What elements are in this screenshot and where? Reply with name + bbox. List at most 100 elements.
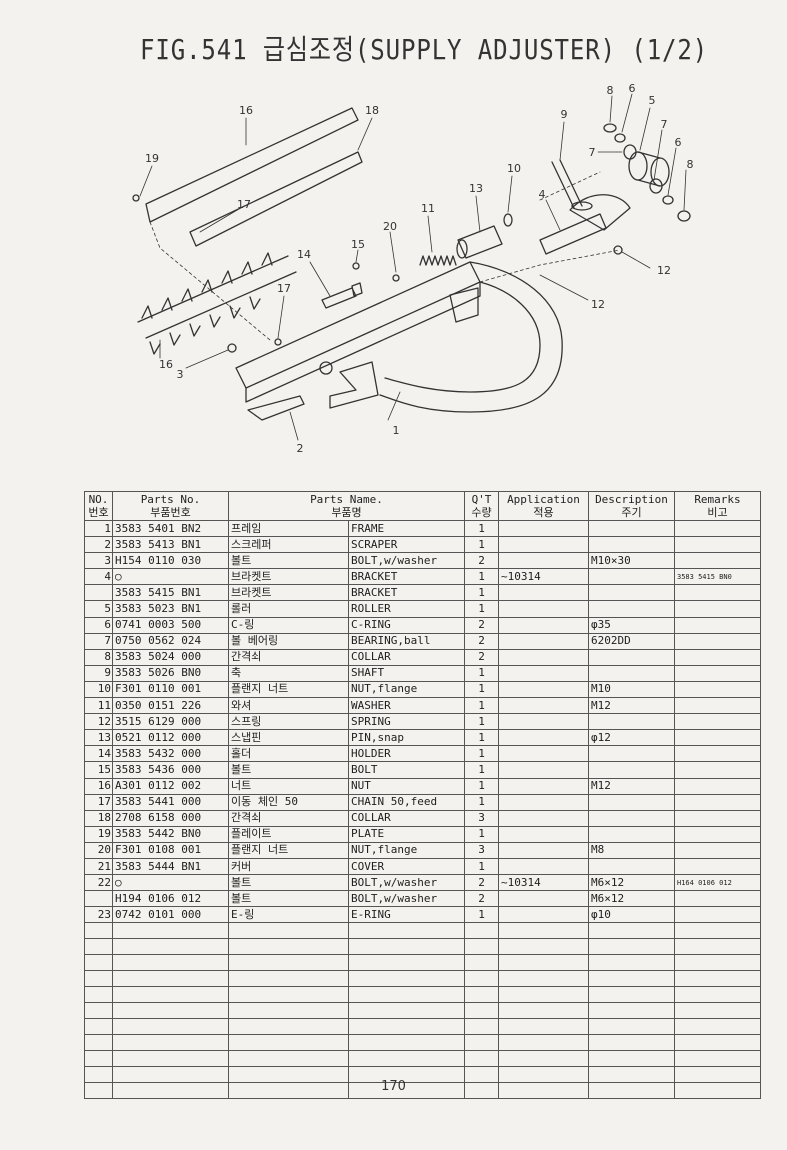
cell-remarks: [674, 600, 761, 618]
cell-qty: 1: [464, 664, 499, 682]
cell-application: [498, 825, 589, 843]
cell-empty: [674, 986, 761, 1004]
callout-1: 1: [393, 424, 400, 437]
cell-empty: [84, 1034, 113, 1052]
cell-empty: [588, 970, 675, 988]
cell-remarks: [674, 536, 761, 554]
table-row-empty: [84, 986, 761, 1004]
bolt-22-drawing: [132, 194, 140, 202]
cell-empty: [84, 954, 113, 972]
cell-application: [498, 777, 589, 795]
cell-name-en: BRACKET: [348, 568, 465, 586]
cell-empty: [112, 986, 229, 1004]
callout-7-left: 7: [589, 146, 596, 159]
cell-empty: [228, 1050, 349, 1068]
cell-parts-no: 2708 6158 000: [112, 809, 229, 827]
cell-empty: [588, 1002, 675, 1020]
c-ring-6-top-drawing: [614, 133, 626, 143]
callout-13: 12: [591, 298, 605, 311]
cell-no: 10: [84, 680, 113, 699]
cell-empty: [228, 986, 349, 1004]
table-row-empty: [84, 1066, 761, 1084]
cell-remarks: [674, 697, 761, 715]
cell-name-en: PLATE: [348, 825, 465, 843]
callout-6-top: 6: [629, 82, 636, 95]
cell-application: [498, 793, 589, 811]
cell-name-en: COLLAR: [348, 648, 465, 666]
callout-6-bottom: 6: [675, 136, 682, 149]
cell-name-en: NUT,flange: [348, 841, 465, 859]
callout-16: 15: [351, 238, 365, 251]
callout-5: 5: [649, 94, 656, 107]
cell-name-ko: 브라켓트: [228, 568, 349, 586]
cell-empty: [588, 1034, 675, 1052]
cell-description: [588, 536, 675, 554]
cell-empty: [674, 1018, 761, 1036]
cell-empty: [588, 1050, 675, 1068]
bracket-drawing: [539, 194, 631, 255]
bearing-7-top-drawing: [623, 144, 637, 160]
cell-name-ko: 축: [228, 664, 349, 682]
cell-name-ko: 프레임: [228, 519, 349, 538]
cell-remarks: [674, 519, 761, 538]
cell-name-en: SCRAPER: [348, 536, 465, 554]
cell-application: [498, 600, 589, 618]
cell-description: φ12: [588, 729, 675, 747]
cell-description: M10×30: [588, 552, 675, 570]
cell-empty: [348, 1018, 465, 1036]
cell-qty: 2: [464, 632, 499, 650]
cell-qty: 2: [464, 890, 499, 908]
cell-empty: [674, 970, 761, 988]
cell-description: [588, 648, 675, 666]
cell-application: [498, 648, 589, 666]
cell-remarks: [674, 552, 761, 570]
cell-empty: [464, 1034, 499, 1052]
cell-qty: 1: [464, 729, 499, 747]
cell-name-ko: 볼트: [228, 761, 349, 779]
cell-qty: 2: [464, 648, 499, 666]
cell-remarks: [674, 841, 761, 859]
cell-empty: [84, 1002, 113, 1020]
cell-qty: 1: [464, 745, 499, 763]
cell-application: [498, 857, 589, 876]
cell-empty: [674, 1034, 761, 1052]
cell-empty: [498, 970, 589, 988]
cell-description: [588, 600, 675, 618]
cell-application: [498, 809, 589, 827]
cell-qty: 2: [464, 616, 499, 634]
cell-name-ko: 와셔: [228, 697, 349, 715]
cell-name-ko: 간격쇠: [228, 648, 349, 666]
cell-empty: [588, 938, 675, 956]
cell-name-en: COLLAR: [348, 809, 465, 827]
cell-name-en: BOLT,w/washer: [348, 552, 465, 570]
table-row-empty: [84, 970, 761, 988]
cell-parts-no: F301 0108 001: [112, 841, 229, 859]
cell-application: [498, 890, 589, 908]
table-row-empty: [84, 1034, 761, 1052]
cell-parts-no: 3583 5401 BN2: [112, 519, 229, 538]
cell-no: 5: [84, 600, 113, 618]
cell-remarks: [674, 890, 761, 908]
bearing-7-bottom-drawing: [649, 178, 663, 194]
cell-empty: [498, 938, 589, 956]
cell-qty: 1: [464, 536, 499, 554]
cell-description: M6×12: [588, 874, 675, 892]
cell-qty: 1: [464, 680, 499, 699]
cell-qty: 3: [464, 841, 499, 859]
cell-remarks: [674, 809, 761, 827]
cell-application: [498, 632, 589, 650]
cell-remarks: [674, 745, 761, 763]
